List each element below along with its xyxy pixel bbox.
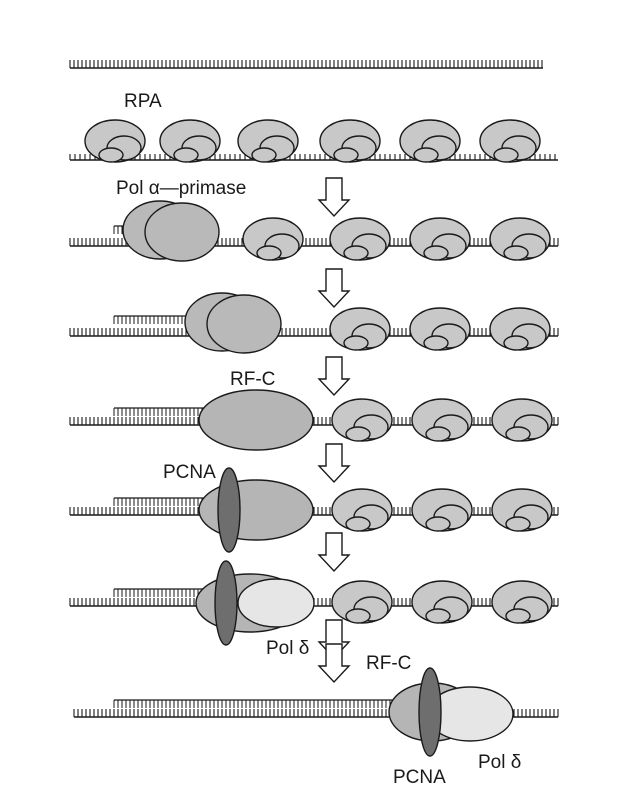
rpa-row6-1-sub2	[425, 608, 451, 624]
rpa-row2-0-sub2	[256, 245, 282, 261]
label-rfc-step4: RF-C	[230, 369, 276, 390]
dna-row4-ticks	[69, 417, 559, 425]
pcna-row6	[214, 560, 238, 646]
rpa-row4-0-sub2	[345, 426, 371, 442]
label-rfc-step7: RF-C	[366, 653, 412, 674]
rpa-row1-0-sub2	[98, 147, 124, 163]
pol-alpha-row2-b	[144, 202, 220, 262]
step-arrow-0	[317, 177, 351, 218]
step-arrow-3	[317, 443, 351, 484]
label-pol-alpha-primase: Pol α—primase	[116, 178, 247, 199]
rpa-row1-5-sub2	[493, 147, 519, 163]
dna-row3-ticks	[69, 328, 559, 336]
label-rpa: RPA	[124, 91, 162, 112]
rpa-row4-2-sub2	[505, 426, 531, 442]
rpa-row5-1-sub2	[425, 516, 451, 532]
step-arrow-2	[317, 356, 351, 397]
step-arrow-4	[317, 532, 351, 573]
dna-row1-ticks	[69, 154, 556, 160]
label-pcna-step7: PCNA	[393, 767, 446, 788]
rpa-row5-2-sub2	[505, 516, 531, 532]
rpa-row1-4-sub2	[413, 147, 439, 163]
label-pcna-step5: PCNA	[163, 462, 216, 483]
rpa-row5-0-sub2	[345, 516, 371, 532]
rpa-row6-2-sub2	[505, 608, 531, 624]
rpa-row1-2-sub2	[251, 147, 277, 163]
label-pol-delta-step7: Pol δ	[478, 752, 522, 773]
rpa-row2-3-sub2	[503, 245, 529, 261]
rpa-row6-0-sub2	[345, 608, 371, 624]
rfc-row4	[198, 389, 314, 451]
dna-row5-ticks	[69, 507, 559, 515]
rpa-row2-2-sub2	[423, 245, 449, 261]
label-pol-delta-step6: Pol δ	[266, 638, 310, 659]
step-arrow-1	[317, 268, 351, 309]
pcna-row7	[418, 667, 442, 757]
rpa-row3-2-sub2	[503, 335, 529, 351]
pcna-row5	[217, 467, 241, 553]
rfc-row5	[198, 479, 314, 541]
rpa-row4-1-sub2	[425, 426, 451, 442]
rpa-row1-3-sub2	[333, 147, 359, 163]
rpa-row3-1-sub2	[423, 335, 449, 351]
rpa-row2-1-sub2	[343, 245, 369, 261]
pol-alpha-row3-b	[206, 294, 282, 354]
pol-delta-row6	[237, 578, 315, 628]
rpa-row3-0-sub2	[343, 335, 369, 351]
dna-row0-ticks	[69, 60, 543, 68]
rpa-row1-1-sub2	[173, 147, 199, 163]
step-arrow-6	[317, 643, 351, 684]
